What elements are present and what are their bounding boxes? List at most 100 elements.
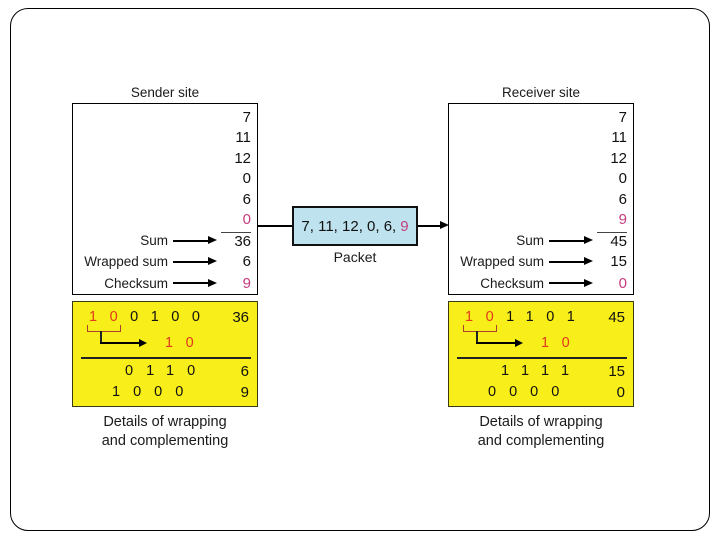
operand-row: 11 — [73, 128, 257, 149]
operand-row: 6 — [73, 189, 257, 210]
binary-sum-bits: 0100 — [130, 309, 213, 325]
operand-row: 7 — [449, 107, 633, 128]
checksum-decimal: 9 — [240, 384, 249, 401]
sender-site-title: Sender site — [130, 85, 200, 100]
arrow-shaft — [549, 282, 586, 285]
wrapped-decimal: 6 — [240, 363, 249, 380]
receiver-caption: Details of wrapping and complementing — [448, 413, 634, 450]
operand-value: 12 — [234, 149, 251, 167]
sum-row: Sum 45 — [449, 230, 633, 251]
checksum-operand-value: 9 — [618, 211, 627, 229]
divider-line — [457, 357, 627, 359]
arrow-shaft — [549, 261, 586, 263]
checksum-value: 0 — [618, 274, 627, 292]
wrapped-decimal: 15 — [608, 363, 625, 380]
checksum-label: Checksum — [480, 275, 544, 291]
wrapped-sum-value: 6 — [242, 253, 251, 271]
wrap-connector-line — [476, 331, 478, 343]
binary-carry-bits: 10 — [89, 309, 131, 325]
carry-bits: 10 — [541, 335, 583, 351]
checksum-row: Checksum 9 — [73, 273, 257, 294]
operand-value: 7 — [618, 108, 627, 126]
sum-label: Sum — [140, 233, 168, 249]
arrow-shaft — [173, 282, 210, 285]
binary-carry-bits: 10 — [465, 309, 507, 325]
sender-caption: Details of wrapping and complementing — [72, 413, 258, 450]
wrapped-binary-bits: 0110 — [125, 363, 209, 379]
operand-value: 7 — [242, 108, 251, 126]
arrow-head — [208, 257, 217, 266]
checksum-value: 9 — [242, 274, 251, 292]
checksum-binary-row: 0000 — [488, 384, 572, 400]
binary-sum-row: 101101 — [465, 309, 587, 325]
sum-row: Sum 36 — [73, 230, 257, 251]
operand-value: 11 — [611, 129, 627, 147]
wrapped-sum-row: Wrapped sum 6 — [73, 251, 257, 272]
operand-row: 0 — [73, 210, 257, 231]
sum-value: 45 — [597, 231, 627, 250]
packet-values: 7, 11, 12, 0, 6, — [301, 217, 397, 235]
checksum-decimal: 0 — [616, 384, 625, 401]
receiver-site-title: Receiver site — [501, 85, 581, 100]
operand-value: 6 — [242, 190, 251, 208]
wrapped-binary-row: 1111 — [501, 363, 582, 379]
wrap-bracket-icon — [463, 325, 497, 332]
receiver-calculation-box: 7 11 12 0 6 9 Sum 45 Wrapped sum 15 Chec… — [448, 103, 634, 295]
divider-line — [81, 357, 251, 359]
checksum-binary-bits: 0000 — [488, 384, 573, 400]
operand-row: 9 — [449, 210, 633, 231]
packet-to-receiver-arrow-head — [440, 221, 449, 229]
receiver-details-box: 101101 45 10 1111 15 0000 0 — [448, 301, 634, 407]
operand-value: 12 — [610, 149, 627, 167]
arrow-shaft — [173, 261, 210, 263]
arrow-right-icon — [549, 278, 593, 288]
sender-details-box: 100100 36 10 0110 6 1000 9 — [72, 301, 258, 407]
packet-checksum-value: 9 — [400, 217, 409, 235]
wrap-bracket-icon — [87, 325, 121, 332]
sender-calculation-box: 7 11 12 0 6 0 Sum 36 Wrapped sum 6 Check… — [72, 103, 258, 295]
carry-arrow-icon — [100, 342, 141, 344]
operand-row: 12 — [73, 148, 257, 169]
arrow-right-icon — [173, 257, 217, 267]
packet-to-receiver-line — [418, 225, 441, 227]
wrapped-sum-row: Wrapped sum 15 — [449, 251, 633, 272]
operand-value: 0 — [242, 170, 251, 188]
arrow-head — [584, 257, 593, 266]
wrapped-sum-label: Wrapped sum — [460, 254, 544, 270]
arrow-head — [208, 236, 217, 245]
arrow-right-icon — [173, 278, 217, 288]
arrow-head — [208, 278, 217, 287]
binary-sum-row: 100100 — [89, 309, 212, 325]
caption-line: Details of wrapping — [103, 414, 227, 430]
operand-value: 0 — [618, 170, 627, 188]
caption-line: and complementing — [477, 432, 605, 449]
operand-value: 11 — [235, 129, 251, 147]
operand-value: 6 — [618, 190, 627, 208]
carry-arrow-head — [139, 338, 147, 347]
wrap-connector-line — [100, 331, 102, 343]
arrow-shaft — [173, 239, 210, 242]
sum-label: Sum — [516, 233, 544, 249]
arrow-right-icon — [173, 236, 217, 246]
operand-row: 0 — [73, 169, 257, 190]
carry-arrow-icon — [476, 342, 517, 344]
arrow-right-icon — [549, 236, 593, 246]
operand-row: 7 — [73, 107, 257, 128]
arrow-shaft — [549, 239, 586, 242]
wrapped-binary-row: 0110 — [125, 363, 208, 379]
operand-row: 11 — [449, 128, 633, 149]
checksum-row: Checksum 0 — [449, 273, 633, 294]
packet-box: 7, 11, 12, 0, 6, 9 — [292, 206, 418, 246]
sender-to-packet-line — [258, 225, 292, 227]
operand-row: 12 — [449, 148, 633, 169]
checksum-label: Checksum — [104, 275, 168, 291]
checksum-binary-bits: 1000 — [112, 384, 197, 400]
binary-sum-decimal: 45 — [608, 309, 625, 326]
binary-sum-decimal: 36 — [232, 309, 249, 326]
caption-line: Details of wrapping — [479, 414, 603, 430]
wrapped-binary-bits: 1111 — [501, 363, 583, 379]
packet-label: Packet — [333, 249, 377, 265]
operand-row: 0 — [449, 169, 633, 190]
arrow-head — [584, 236, 593, 245]
checksum-binary-row: 1000 — [112, 384, 196, 400]
